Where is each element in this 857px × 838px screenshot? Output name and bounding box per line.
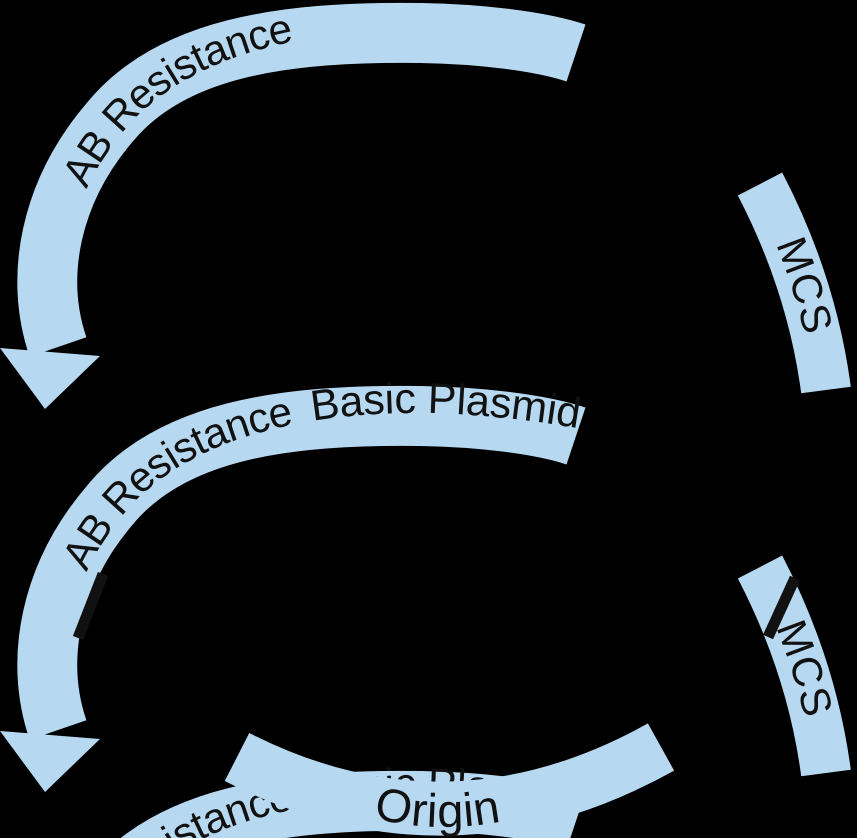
plasmid-top-direction-arrowhead-icon: [0, 348, 100, 409]
plasmid-middle-backbone-segment-divider: [72, 571, 109, 641]
plasmid-top-mcs-arc: [737, 172, 851, 394]
plasmid-top-backbone-arc: [17, 2, 586, 357]
plasmid-middle-mcs-segment-divider: [762, 575, 801, 640]
plasmid-middle-direction-arrowhead-icon: [0, 731, 100, 792]
plasmid-middle-origin-arc: [224, 723, 675, 836]
plasmid-middle: AB Resistance Basic Plasmid MCS Origin: [0, 375, 851, 838]
plasmid-middle-backbone-arc: [17, 385, 586, 740]
plasmid-middle-mcs-arc: [737, 555, 851, 777]
